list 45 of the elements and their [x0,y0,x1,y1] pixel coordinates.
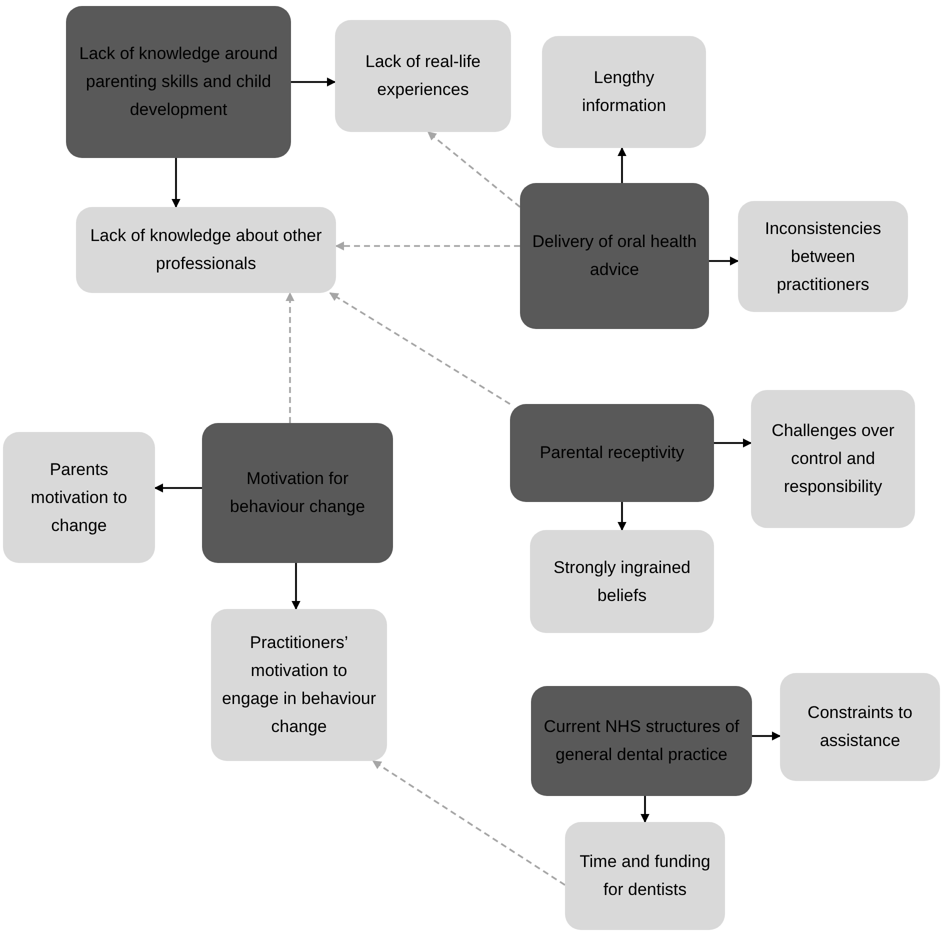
arrow [329,292,510,405]
node-label: Time and funding for dentists [578,851,712,901]
node-label: Practitioners’ motivation to engage in behaviour change [221,632,377,738]
subtheme-box [738,201,908,312]
arrow [291,78,336,86]
theme-box [202,423,393,563]
arrow [709,256,739,266]
node-label: Inconsistencies between practitioners [764,218,882,296]
arrow [154,484,202,492]
node-label: Delivery of oral health advice [531,231,698,281]
subtheme-box [542,36,706,148]
theme-box [66,6,291,158]
node-label: Constraints to assistance [806,702,914,752]
arrow [640,796,650,823]
theme-box [510,404,714,502]
arrow [335,242,520,250]
theme-box [531,686,752,796]
subtheme-box [780,673,940,781]
theme-box [520,183,709,329]
node-label: Parents motivation to change [30,458,128,536]
node-label: Lack of knowledge about other professionals [89,225,323,275]
node-label: Lengthy information [580,67,668,117]
node-label: Motivation for behaviour change [228,468,366,518]
node-label: Lack of real-life experiences [364,51,482,101]
arrow [752,732,781,740]
subtheme-box [530,530,714,633]
node-label: Challenges over control and responsibility [770,420,896,498]
node-label: Current NHS structures of general dental practice [542,716,740,766]
arrow [292,563,300,610]
arrow [714,438,752,448]
subtheme-box [211,609,387,761]
subtheme-box [76,207,336,293]
arrow [286,292,294,423]
subtheme-box [335,20,511,132]
node-label: Lack of knowledge around parenting skills and child development [78,43,279,121]
arrow [618,502,626,531]
arrow [172,158,180,208]
subtheme-box [565,822,725,930]
subtheme-box [751,390,915,528]
node-label: Strongly ingrained beliefs [552,556,692,606]
arrow [372,760,566,886]
arrow [618,147,626,183]
node-label: Parental receptivity [540,442,684,464]
arrow [427,131,521,208]
subtheme-box [3,432,155,563]
